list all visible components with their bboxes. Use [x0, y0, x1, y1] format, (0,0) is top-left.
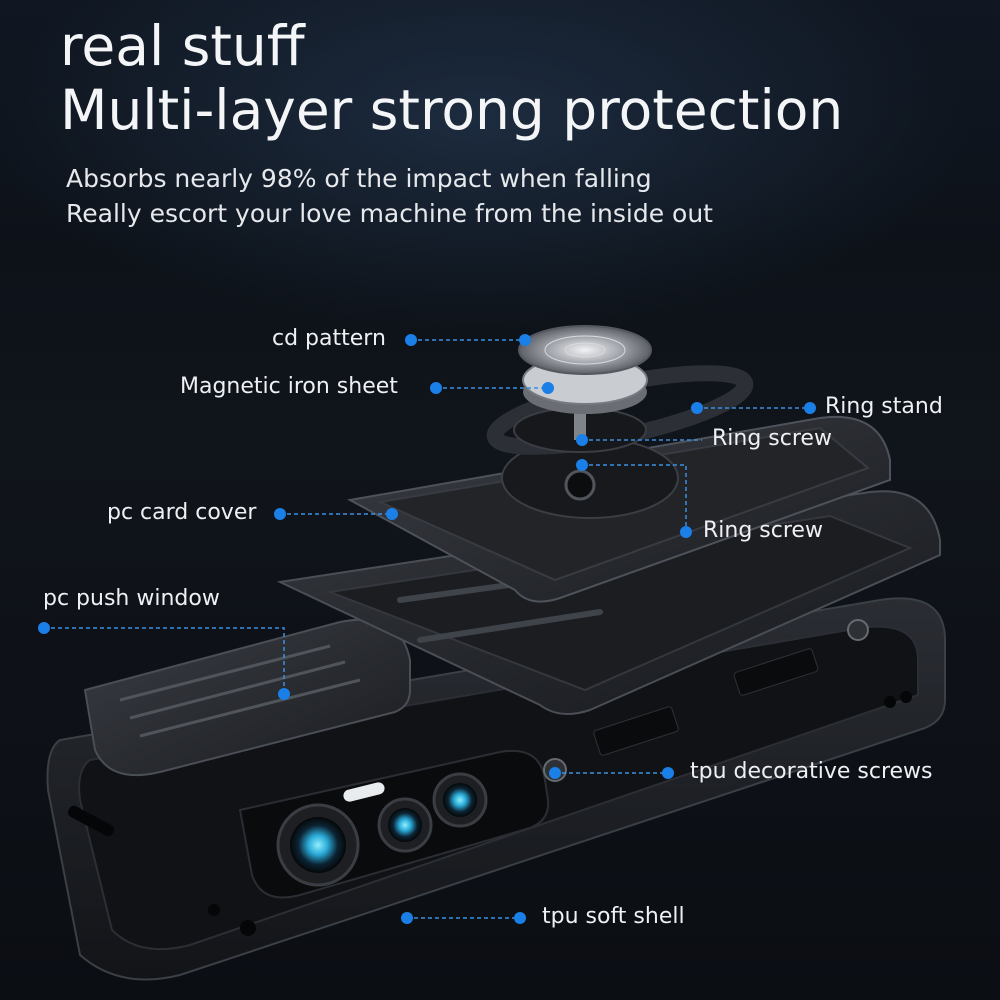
label-pc-card-cover: pc card cover — [107, 500, 257, 525]
label-ring-screw-lower: Ring screw — [703, 518, 823, 543]
main-camera-lens — [290, 817, 346, 873]
camera-lens — [443, 783, 477, 817]
pc-card-cover — [347, 416, 891, 603]
leader-lines — [44, 339, 810, 919]
label-pc-push-window: pc push window — [43, 586, 220, 611]
subheadline-line-2: Really escort your love machine from the… — [66, 199, 713, 228]
camera-module — [238, 749, 550, 899]
vent-grille — [593, 706, 679, 756]
label-cd-pattern: cd pattern — [272, 326, 386, 351]
label-ring-stand: Ring stand — [825, 394, 943, 419]
callout-dots — [38, 334, 816, 924]
subheadline-line-1: Absorbs nearly 98% of the impact when fa… — [66, 164, 652, 193]
label-ring-screw-upper: Ring screw — [712, 426, 832, 451]
speaker-slot — [67, 805, 115, 837]
vent-grille — [733, 648, 819, 696]
headline-line-1: real stuff — [60, 14, 305, 78]
label-magnetic-iron-sheet: Magnetic iron sheet — [180, 374, 398, 399]
mic-hole — [240, 920, 256, 936]
mic-hole — [208, 904, 220, 916]
camera-lens — [388, 808, 422, 842]
label-tpu-decorative-screws: tpu decorative screws — [690, 759, 933, 784]
cd-pattern-cap — [518, 325, 652, 414]
middle-plate — [276, 490, 941, 715]
headline-line-2: Multi-layer strong protection — [60, 78, 844, 142]
flash — [343, 782, 385, 802]
decorative-screw — [847, 619, 869, 641]
label-tpu-soft-shell: tpu soft shell — [542, 904, 685, 929]
